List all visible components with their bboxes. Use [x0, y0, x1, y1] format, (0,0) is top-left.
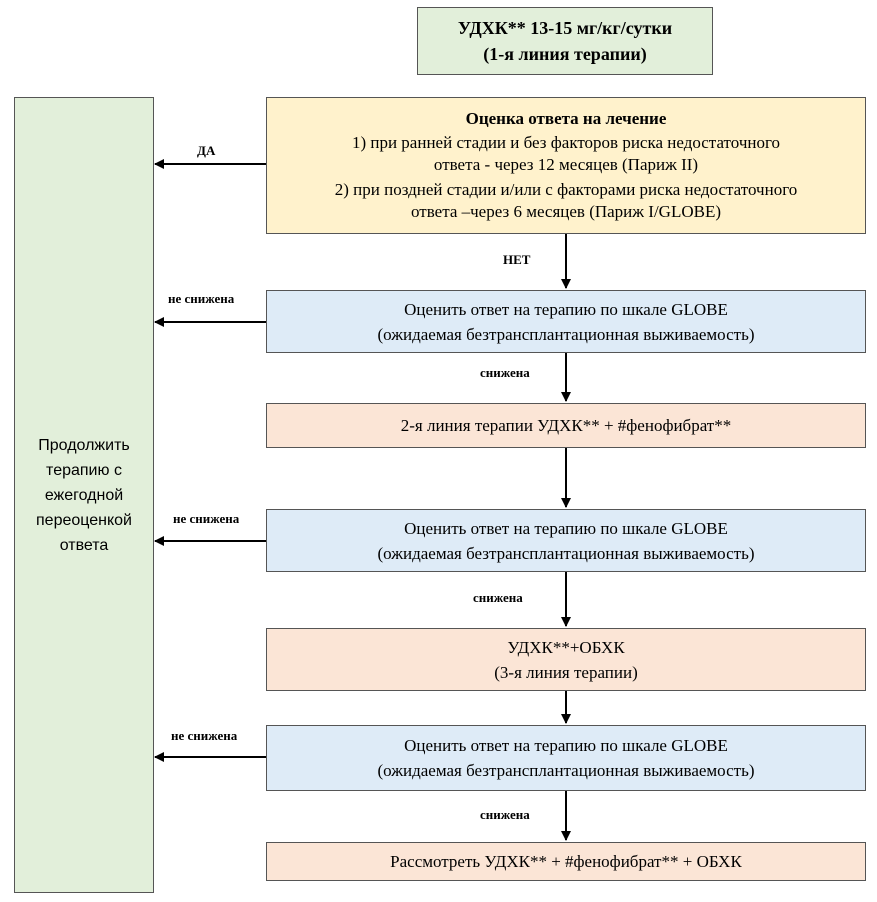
response-evaluation-box: Оценка ответа на лечение 1) при ранней с…	[266, 97, 866, 234]
evaluation-title: Оценка ответа на лечение	[465, 109, 667, 128]
final-option-box: Рассмотреть УДХК** + #фенофибрат** + ОБХ…	[266, 842, 866, 881]
continue-line-4: переоценкой	[36, 511, 132, 529]
label-not-reduced-2: не снижена	[173, 511, 240, 526]
first-line-dose: УДХК** 13-15 мг/кг/сутки	[457, 18, 673, 38]
globe3-line2: (ожидаемая безтрансплантационная выживае…	[377, 761, 755, 780]
third-line-drugs: УДХК**+ОБХК	[507, 637, 625, 657]
third-line-therapy-box: УДХК**+ОБХК (3-я линия терапии)	[266, 628, 866, 691]
evaluation-item1-line1: 1) при ранней стадии и без факторов риск…	[351, 133, 781, 152]
globe3-line1: Оценить ответ на терапию по шкале GLOBE	[404, 736, 728, 755]
globe-evaluation-box-1: Оценить ответ на терапию по шкале GLOBE …	[266, 290, 866, 353]
second-line-text: 2-я линия терапии УДХК** + #фенофибрат**	[400, 415, 732, 435]
label-not-reduced-3: не снижена	[171, 728, 238, 743]
globe1-line2: (ожидаемая безтрансплантационная выживае…	[377, 324, 755, 344]
label-reduced-2: снижена	[473, 590, 523, 605]
evaluation-item1-line2: ответа - через 12 месяцев (Париж II)	[433, 155, 699, 174]
third-line-label: (3-я линия терапии)	[494, 662, 638, 682]
final-option-text: Рассмотреть УДХК** + #фенофибрат** + ОБХ…	[390, 851, 742, 871]
label-yes: ДА	[197, 143, 216, 158]
label-reduced-1: снижена	[480, 365, 530, 380]
first-line-label: (1-я линия терапии)	[483, 44, 647, 64]
label-reduced-3: снижена	[480, 807, 530, 822]
continue-line-5: ответа	[59, 536, 109, 554]
globe-evaluation-box-3: Оценить ответ на терапию по шкале GLOBE …	[266, 725, 866, 791]
label-no: НЕТ	[503, 252, 531, 267]
continue-line-1: Продолжить	[38, 436, 130, 454]
globe2-line2: (ожидаемая безтрансплантационная выживае…	[377, 543, 755, 563]
continue-line-3: ежегодной	[44, 486, 124, 504]
label-not-reduced-1: не снижена	[168, 291, 235, 306]
globe1-line1: Оценить ответ на терапию по шкале GLOBE	[404, 299, 728, 319]
evaluation-item2-line1: 2) при поздней стадии и/или с факторами …	[334, 180, 798, 199]
continue-line-2: терапию с	[46, 461, 122, 479]
second-line-therapy-box: 2-я линия терапии УДХК** + #фенофибрат**	[266, 403, 866, 448]
globe2-line1: Оценить ответ на терапию по шкале GLOBE	[404, 518, 728, 538]
globe-evaluation-box-2: Оценить ответ на терапию по шкале GLOBE …	[266, 509, 866, 572]
continue-therapy-box: Продолжить терапию с ежегодной переоценк…	[14, 97, 154, 893]
evaluation-item2-line2: ответа –через 6 месяцев (Париж I/GLOBE)	[411, 202, 721, 221]
first-line-therapy-box: УДХК** 13-15 мг/кг/сутки (1-я линия тера…	[417, 7, 713, 75]
